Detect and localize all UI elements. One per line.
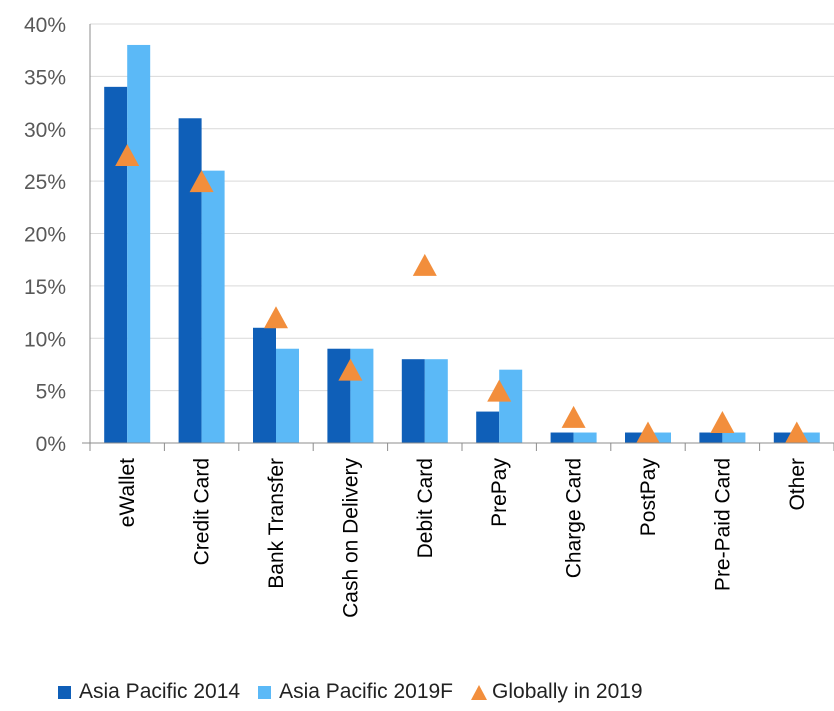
bar-asia-pacific-2014 xyxy=(104,86,128,443)
y-tick-label: 0% xyxy=(36,433,66,456)
y-tick-label: 15% xyxy=(24,276,66,299)
bar-asia-pacific-2014 xyxy=(253,327,276,443)
marker-globally-2019 xyxy=(636,421,660,444)
x-tick-label: Cash on Delivery xyxy=(339,458,362,618)
x-tick-label: Credit Card xyxy=(191,458,214,565)
bar-asia-pacific-2019f xyxy=(499,369,523,443)
x-tick-label: Debit Card xyxy=(414,458,437,558)
y-tick-label: 35% xyxy=(24,66,66,89)
legend-label-asia-pacific-2014: Asia Pacific 2014 xyxy=(79,680,241,703)
marker-globally-2019 xyxy=(338,358,363,381)
bar-asia-pacific-2019f xyxy=(350,348,374,443)
y-tick-label: 10% xyxy=(24,328,66,351)
x-tick-label: eWallet xyxy=(116,458,139,527)
legend-swatch-asia-pacific-2019f xyxy=(258,685,272,699)
bar-asia-pacific-2014 xyxy=(699,432,723,443)
y-tick-label: 25% xyxy=(24,171,66,194)
legend-item-asia-pacific-2019f: Asia Pacific 2019F xyxy=(258,680,453,704)
legend-item-asia-pacific-2014: Asia Pacific 2014 xyxy=(58,680,240,704)
marker-globally-2019 xyxy=(561,405,586,428)
x-tick-label: PostPay xyxy=(637,458,660,537)
bar-asia-pacific-2019f xyxy=(424,359,448,443)
x-tick-label: Pre-Paid Card xyxy=(711,458,734,591)
x-tick-label: PrePay xyxy=(488,458,511,527)
y-tick-label: 5% xyxy=(36,381,66,404)
marker-globally-2019 xyxy=(710,411,735,434)
marker-globally-2019 xyxy=(487,379,512,402)
bar-asia-pacific-2014 xyxy=(327,348,351,443)
x-tick-label: Charge Card xyxy=(563,458,586,578)
marker-globally-2019 xyxy=(784,421,809,444)
legend-triangle-icon xyxy=(471,684,488,700)
y-tick-label: 40% xyxy=(24,14,66,37)
legend-item-globally-2019: Globally in 2019 xyxy=(471,680,643,704)
bar-asia-pacific-2019f xyxy=(648,432,671,443)
x-tick-label: Bank Transfer xyxy=(265,458,288,589)
bar-asia-pacific-2014 xyxy=(401,359,425,443)
bar-asia-pacific-2019f xyxy=(722,432,746,443)
x-tick-label: Other xyxy=(786,458,809,511)
bar-asia-pacific-2019f xyxy=(573,432,597,443)
legend-label-asia-pacific-2019f: Asia Pacific 2019F xyxy=(279,680,454,703)
bar-asia-pacific-2019f xyxy=(276,348,299,443)
bar-asia-pacific-2014 xyxy=(550,432,574,443)
legend-swatch-asia-pacific-2014 xyxy=(58,685,71,699)
marker-globally-2019 xyxy=(264,306,288,329)
bar-asia-pacific-2014 xyxy=(625,432,648,443)
legend-label-globally-2019: Globally in 2019 xyxy=(492,680,643,703)
bar-asia-pacific-2019f xyxy=(127,44,151,443)
legend: Asia Pacific 2014 Asia Pacific 2019F Glo… xyxy=(58,680,661,704)
bar-asia-pacific-2019f xyxy=(796,432,820,443)
y-tick-label: 30% xyxy=(24,119,66,142)
bar-asia-pacific-2014 xyxy=(178,118,202,444)
bar-asia-pacific-2014 xyxy=(476,411,500,443)
marker-globally-2019 xyxy=(189,170,214,193)
y-tick-label: 20% xyxy=(24,224,66,247)
bar-asia-pacific-2019f xyxy=(201,170,225,443)
marker-globally-2019 xyxy=(412,253,437,276)
bar-asia-pacific-2014 xyxy=(773,432,797,443)
marker-globally-2019 xyxy=(115,143,140,166)
